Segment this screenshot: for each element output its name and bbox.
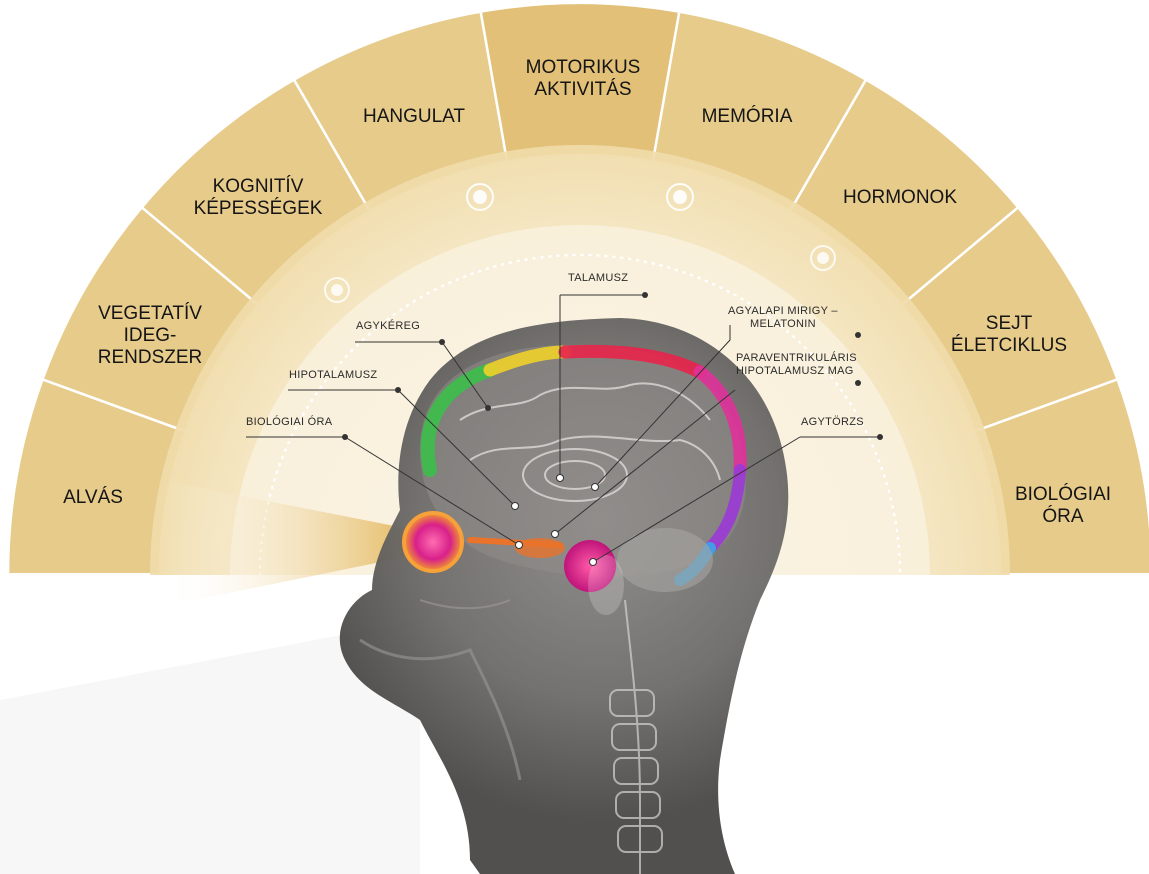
segment-label-vegetativ: VEGETATÍV IDEG- RENDSZER xyxy=(98,303,203,369)
label-talamusz: TALAMUSZ xyxy=(568,272,628,285)
segment-label-hangulat: HANGULAT xyxy=(363,106,465,128)
segment-label-kognitiv: KOGNITÍV KÉPESSÉGEK xyxy=(194,176,323,220)
segment-label-biologiai: BIOLÓGIAI ÓRA xyxy=(1015,484,1111,528)
label-agyalapi-mirigy: AGYALAPI MIRIGY – MELATONIN xyxy=(728,305,838,331)
label-agytorzs: AGYTÖRZS xyxy=(801,416,864,429)
label-biologiai-ora: BIOLÓGIAI ÓRA xyxy=(246,416,332,429)
segment-label-memoria: MEMÓRIA xyxy=(702,106,793,128)
label-hipotalamusz: HIPOTALAMUSZ xyxy=(289,369,377,382)
label-agykereg: AGYKÉREG xyxy=(356,320,420,333)
segment-label-sejt: SEJT ÉLETCIKLUS xyxy=(951,313,1067,357)
segment-label-alvas: ALVÁS xyxy=(63,487,123,509)
segment-label-hormonok: HORMONOK xyxy=(843,187,957,209)
segment-label-motorikus: MOTORIKUS AKTIVITÁS xyxy=(526,57,641,101)
label-paraventrikularis: PARAVENTRIKULÁRIS HIPOTALAMUSZ MAG xyxy=(736,352,857,378)
